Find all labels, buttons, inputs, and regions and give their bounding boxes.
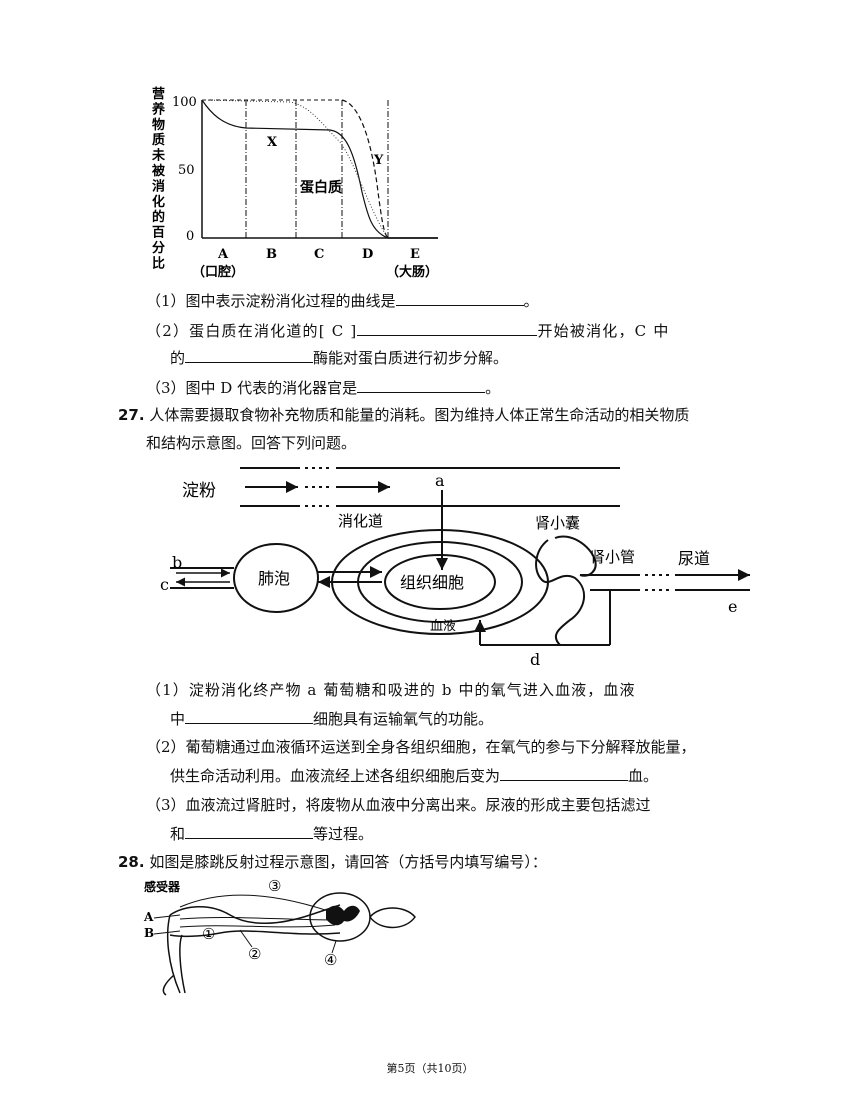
q27-blank-2[interactable] (500, 765, 629, 781)
page-footer: 第5页（共10页） (386, 1062, 474, 1075)
q26-s2: （2）蛋白质在消化道的[ C ]开始被消化，C 中 (146, 320, 670, 340)
section-dividers (245, 100, 389, 238)
curve-y (341, 99, 389, 239)
q26-s3: （3）图中 D 代表的消化器官是。 (146, 377, 501, 397)
q26-s1: （1）图中表示淀粉消化过程的曲线是。 (146, 290, 539, 310)
label-alveolus: 肺泡 (258, 569, 290, 588)
ytick-0: 0 (186, 229, 194, 244)
q27-s1: （1）淀粉消化终产物 a 葡萄糖和吸进的 b 中的氧气进入血液，血液 (146, 681, 636, 699)
q27-s3: （3）血液流过肾脏时，将废物从血液中分离出来。尿液的形成主要包括滤过 (146, 796, 651, 814)
q26-blank-2[interactable] (357, 320, 538, 336)
sublabel-mouth: （口腔） (192, 264, 244, 280)
knee-jerk-diagram: 感受器 A B ③ ① ② ④ (143, 877, 416, 996)
label-A: A (143, 910, 154, 924)
q27-blank-1[interactable] (185, 708, 314, 724)
label-kidney-capsule: 肾小囊 (535, 514, 580, 532)
section-a: A (217, 247, 229, 262)
q26-s2-cont: 的酶能对蛋白质进行初步分解。 (170, 347, 509, 367)
q26-blank-4[interactable] (357, 377, 486, 393)
q27-s2-cont: 供生命活动利用。血液流经上述各组织细胞后变为血。 (170, 765, 659, 785)
ytick-100: 100 (172, 95, 197, 110)
curve-protein (201, 99, 389, 239)
chart-ylabel: 营养物质未被消化的百分比 (151, 86, 166, 271)
q27-s1-cont: 中细胞具有运输氧气的功能。 (170, 708, 494, 728)
body-system-diagram: 淀粉 a 消化道 组织细胞 肺泡 b c 肾小囊 肾小管 尿道 e 血液 d (160, 467, 750, 669)
label-B: B (144, 926, 154, 940)
section-b: B (266, 247, 277, 262)
digestion-chart: 营养物质未被消化的百分比 100 50 0 X Y 蛋白质 A B C D E … (151, 86, 438, 280)
label-c: c (160, 575, 169, 594)
section-d: D (362, 247, 373, 262)
section-e: E (410, 247, 420, 262)
sublabel-colon: （大肠） (386, 264, 438, 280)
q26-blank-1[interactable] (395, 290, 524, 306)
q27-blank-3[interactable] (185, 823, 314, 839)
label-n2: ② (248, 945, 261, 963)
label-n1: ① (202, 925, 215, 943)
q28-intro: 28. 如图是膝跳反射过程示意图，请回答（方括号内填写编号）： (118, 853, 547, 871)
label-renal-tubule: 肾小管 (590, 548, 635, 566)
label-receptor: 感受器 (144, 879, 181, 894)
label-x: X (267, 135, 278, 150)
label-y: Y (373, 153, 384, 168)
q27-s2: （2）葡萄糖通过血液循环运送到全身各组织细胞，在氧气的参与下分解释放能量， (146, 738, 696, 756)
label-starch: 淀粉 (182, 481, 216, 501)
label-b: b (172, 553, 182, 572)
curve-x (201, 99, 389, 239)
label-urethra: 尿道 (678, 549, 710, 568)
label-n3: ③ (268, 877, 281, 895)
label-digestive-tract: 消化道 (338, 512, 383, 530)
q27-intro-2: 和结构示意图。回答下列问题。 (146, 434, 357, 452)
label-e: e (728, 597, 737, 616)
label-protein: 蛋白质 (300, 179, 342, 196)
q27-intro-1: 27. 人体需要摄取食物补充物质和能量的消耗。图为维持人体正常生命活动的相关物质 (118, 406, 690, 424)
label-n4: ④ (324, 951, 337, 969)
section-c: C (314, 247, 324, 262)
label-blood: 血液 (430, 619, 456, 634)
label-tissue-cells: 组织细胞 (400, 573, 464, 592)
q26-blank-3[interactable] (185, 347, 314, 363)
label-d: d (530, 650, 540, 669)
ytick-50: 50 (178, 163, 195, 178)
label-a: a (435, 471, 445, 490)
q27-s3-cont: 和等过程。 (170, 823, 374, 843)
